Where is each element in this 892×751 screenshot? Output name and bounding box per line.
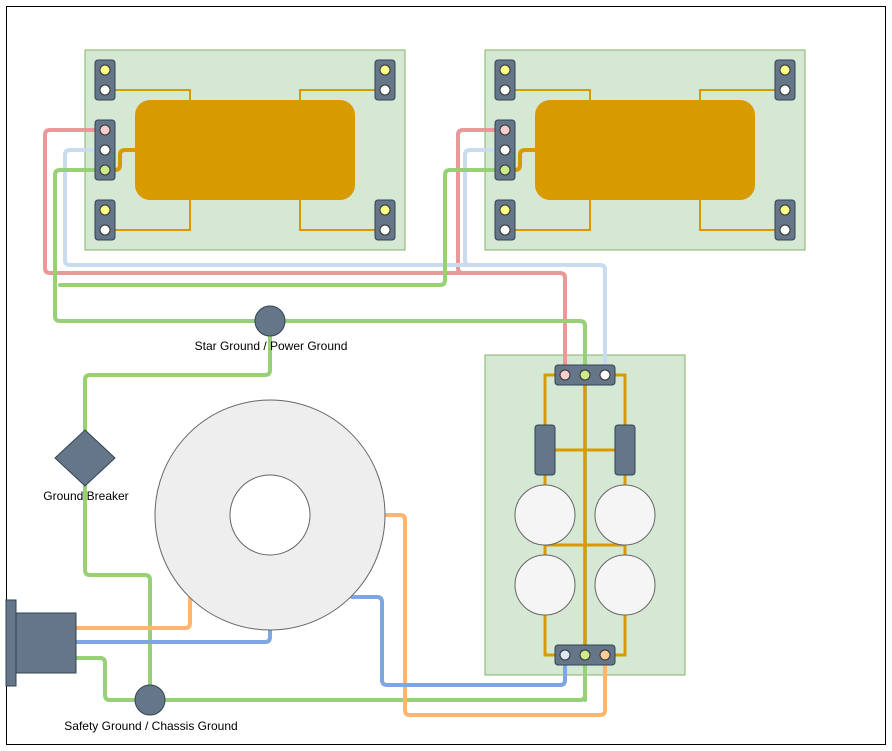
ground-breaker-diamond (54, 429, 116, 487)
toroid-hole (229, 474, 311, 556)
capacitor (594, 484, 656, 546)
wire-red-right (456, 128, 562, 275)
star-ground-node (254, 305, 286, 337)
wire-green-right (58, 168, 507, 287)
diode-right (614, 424, 636, 476)
transformer-right (494, 59, 796, 241)
safety-ground-label: Safety Ground / Chassis Ground (64, 719, 237, 733)
wire-blue-secondary (350, 595, 567, 687)
wire-orange-primary (73, 595, 192, 630)
rectifier-board-components (514, 364, 656, 666)
capacitor (594, 554, 656, 616)
wire-green-main (53, 168, 587, 702)
diode-left (534, 424, 556, 476)
capacitor (514, 484, 576, 546)
wire-red-left (43, 128, 567, 377)
wire-blue-primary (73, 623, 272, 644)
wire-orange-secondary (383, 513, 607, 717)
power-inlet (5, 599, 77, 687)
safety-ground-node (134, 684, 166, 716)
transformer-core-right (535, 100, 755, 200)
star-ground-label: Star Ground / Power Ground (195, 339, 348, 353)
transformer-core-left (135, 100, 355, 200)
ground-breaker-label: Ground Breaker (43, 489, 128, 503)
toroidal-transformer (154, 399, 386, 631)
wire-green-chassis (73, 653, 587, 702)
wire-white-right (463, 148, 507, 267)
wire-white-left (63, 148, 607, 377)
capacitor (514, 554, 576, 616)
transformer-left (94, 59, 396, 241)
